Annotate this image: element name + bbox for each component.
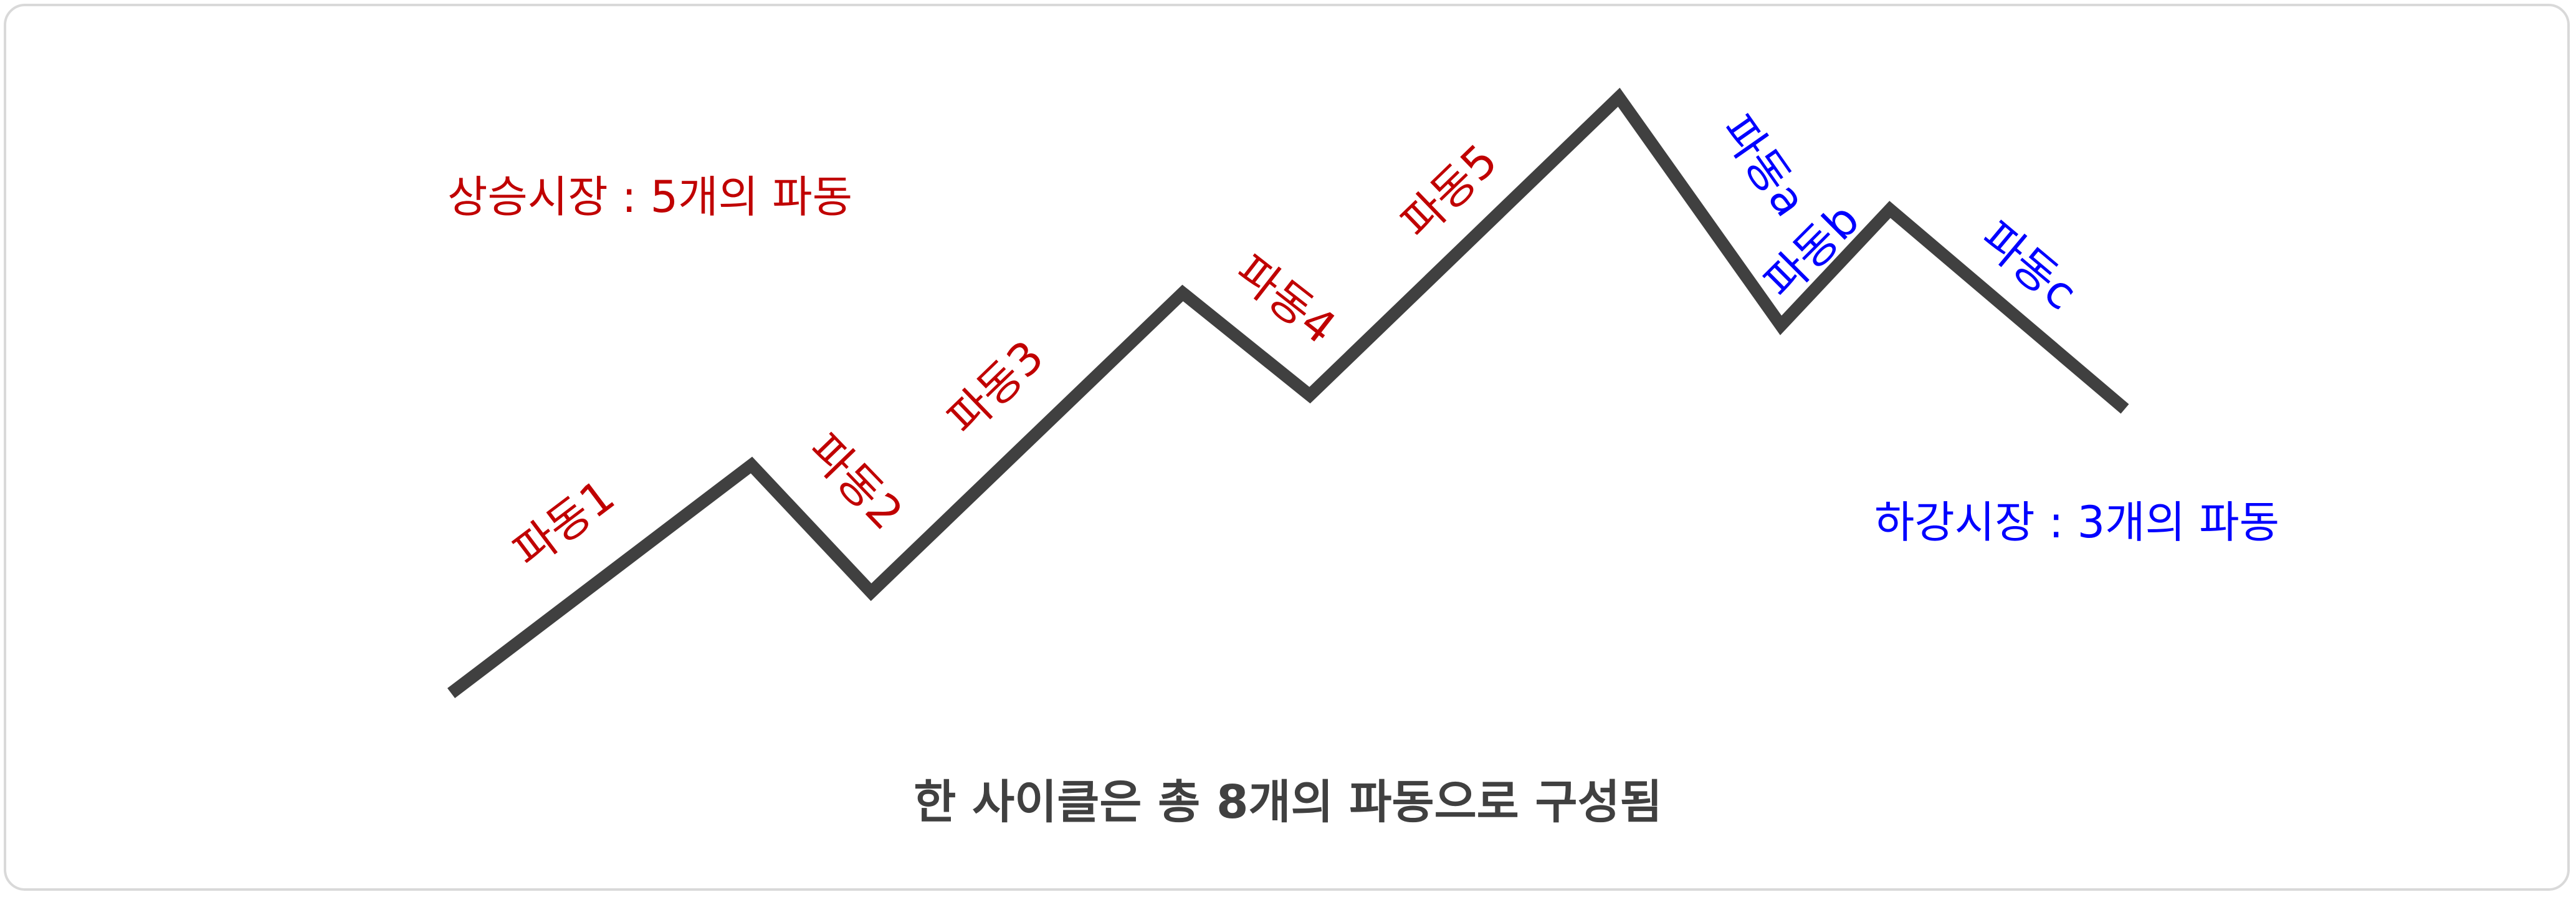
wave-label-2: 파동2 <box>798 423 913 540</box>
bear-market-label: 하강시장 : 3개의 파동 <box>1874 497 2279 548</box>
cycle-summary-caption: 한 사이클은 총 8개의 파동으로 구성됨 <box>914 775 1662 829</box>
wave-label-c: 파동c <box>1971 211 2087 320</box>
bull-market-label: 상승시장 : 5개의 파동 <box>447 171 852 223</box>
wave-label-a: 파동a <box>1710 105 1816 226</box>
wave-label-5: 파동5 <box>1391 134 1507 249</box>
diagram-frame <box>4 4 2570 891</box>
wave-label-1: 파동1 <box>503 469 624 578</box>
wave-path <box>447 87 2129 698</box>
